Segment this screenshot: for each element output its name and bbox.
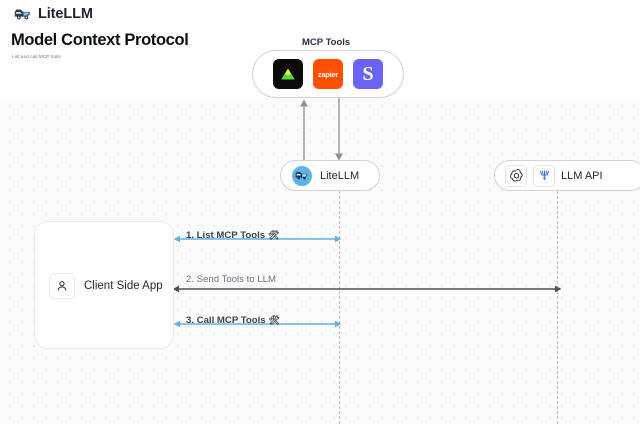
- client-side-app-label: Client Side App: [84, 280, 163, 292]
- message-1-arrow: [173, 235, 342, 243]
- node-client-side-app[interactable]: Client Side App: [34, 221, 174, 349]
- user-person-icon: [49, 273, 75, 299]
- brand-name: LiteLLM: [38, 6, 93, 22]
- message-3-text: 3. Call MCP Tools: [186, 315, 266, 326]
- canvas-bottom-mask: [0, 424, 640, 436]
- message-1-text: 1. List MCP Tools: [186, 230, 266, 241]
- message-2-label: 2. Send Tools to LLM: [186, 274, 276, 285]
- tool-tile-composio[interactable]: [273, 59, 303, 89]
- lifeline-llm-api: [557, 191, 558, 424]
- page-title: Model Context Protocol: [11, 31, 189, 49]
- vertex-ai-logo-icon: [533, 164, 555, 187]
- tools-icon: 🛠: [268, 230, 280, 240]
- connection-litellm-to-mcp-up: [300, 99, 308, 162]
- mcp-tools-caption: MCP Tools: [302, 37, 351, 48]
- message-2-text: 2. Send Tools to LLM: [186, 274, 276, 285]
- message-3-label: 3. Call MCP Tools 🛠: [186, 315, 280, 326]
- connection-mcp-to-litellm-down: [335, 98, 343, 161]
- litellm-truck-avatar-icon: [292, 165, 312, 186]
- tool-tile-slack[interactable]: S: [353, 59, 383, 89]
- tool-tile-zapier[interactable]: zapier: [313, 59, 343, 89]
- openai-logo-icon: [505, 164, 527, 187]
- node-llm-api[interactable]: LLM API: [494, 160, 640, 191]
- brand[interactable]: LiteLLM: [14, 6, 93, 22]
- tools-icon: 🛠: [268, 315, 281, 325]
- composio-triangle-icon: [281, 68, 295, 80]
- lifeline-litellm: [339, 191, 340, 424]
- node-litellm-label: LiteLLM: [320, 169, 360, 182]
- message-3-arrow: [173, 320, 342, 328]
- node-litellm[interactable]: LiteLLM: [280, 160, 380, 191]
- page-subtitle: List and call MCP tools: [12, 54, 61, 59]
- message-1-label: 1. List MCP Tools 🛠: [186, 230, 280, 241]
- client-side-app-content: Client Side App: [49, 273, 163, 299]
- zapier-wordmark-icon: zapier: [317, 69, 339, 79]
- truck-logo-icon: [14, 9, 30, 20]
- node-llm-api-label: LLM API: [561, 169, 603, 182]
- mcp-tools-group: zapier S: [252, 50, 404, 98]
- slack-s-icon: S: [362, 63, 374, 85]
- message-2-arrow: [172, 285, 562, 293]
